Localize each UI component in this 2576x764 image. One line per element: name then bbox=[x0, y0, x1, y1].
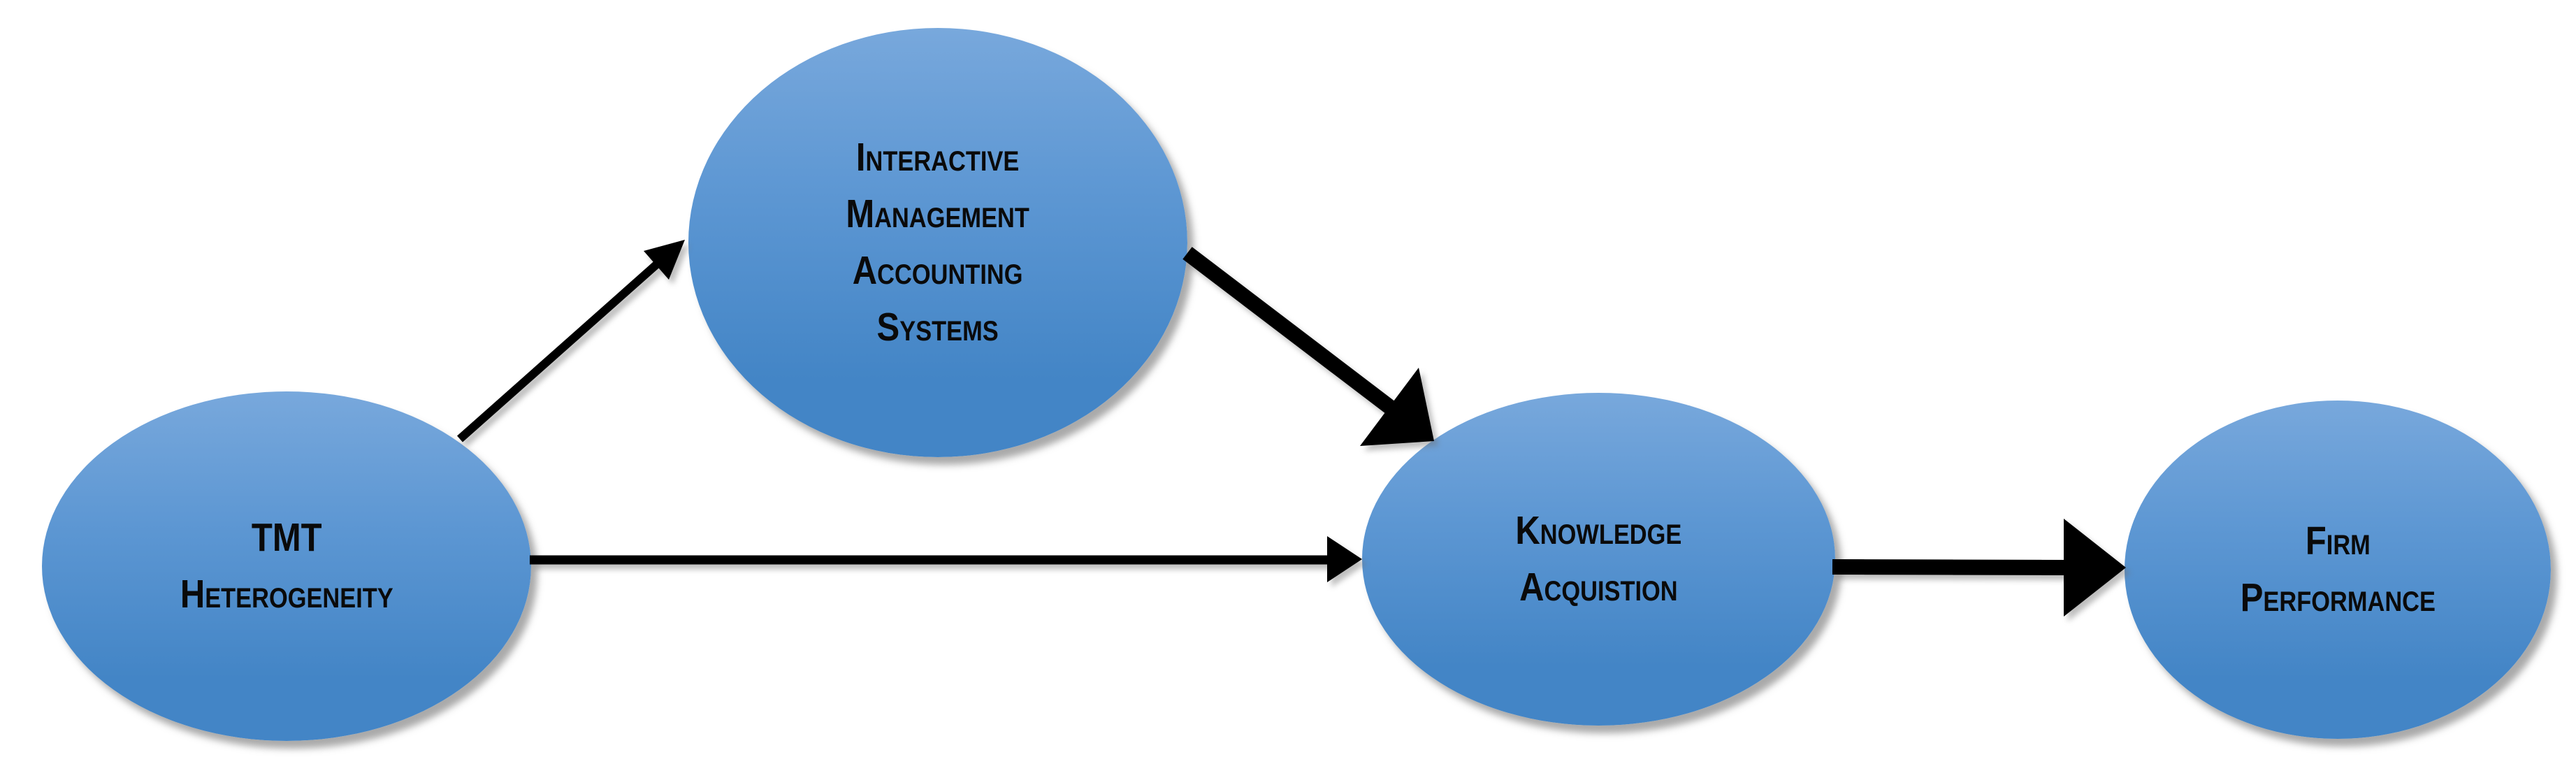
node-label-line: Performance bbox=[2240, 575, 2436, 620]
arrow-tmt-to-imas bbox=[457, 240, 685, 442]
arrow-line bbox=[457, 260, 660, 442]
node-label-line: Accounting bbox=[853, 248, 1023, 293]
arrow-line bbox=[1832, 559, 2068, 575]
node-label: Knowledge Acquistion bbox=[1516, 503, 1682, 616]
node-label-line: Acquistion bbox=[1519, 565, 1678, 610]
node-label-line: Firm bbox=[2305, 519, 2371, 564]
node-tmt-heterogeneity: TMT Heterogeneity bbox=[42, 391, 531, 741]
arrow-tmt-to-ka bbox=[530, 536, 1362, 582]
arrow-head bbox=[1327, 536, 1362, 582]
node-firm-performance: Firm Performance bbox=[2125, 401, 2551, 739]
node-label: Firm Performance bbox=[2240, 513, 2435, 626]
arrow-line bbox=[1182, 247, 1397, 415]
arrow-head bbox=[2064, 519, 2126, 617]
node-label-line: Heterogeneity bbox=[180, 572, 393, 617]
node-knowledge-acquistion: Knowledge Acquistion bbox=[1362, 393, 1835, 726]
node-label: Interactive Management Accounting System… bbox=[846, 129, 1030, 356]
arrow-imas-to-ka bbox=[1182, 247, 1434, 446]
node-label-line: Systems bbox=[876, 304, 999, 349]
node-label-line: Knowledge bbox=[1515, 508, 1682, 554]
arrow-head bbox=[644, 240, 685, 280]
node-label: TMT Heterogeneity bbox=[180, 510, 393, 623]
arrow-head bbox=[1360, 368, 1434, 446]
node-label-line: Management bbox=[846, 192, 1030, 237]
node-label-line: TMT bbox=[251, 515, 322, 561]
node-interactive-management-accounting-systems: Interactive Management Accounting System… bbox=[688, 28, 1187, 457]
arrow-ka-to-fp bbox=[1832, 519, 2126, 617]
node-label-line: Interactive bbox=[856, 135, 1020, 180]
